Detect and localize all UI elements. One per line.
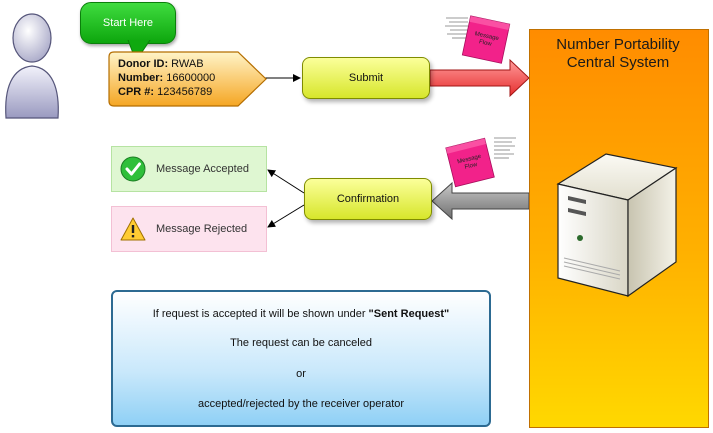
number-row: Number: 16600000 <box>118 71 258 85</box>
central-title-line1: Number Portability <box>556 36 680 53</box>
donor-id-value: RWAB <box>171 58 204 70</box>
message-rejected-box: Message Rejected <box>111 206 267 252</box>
info-line-1: If request is accepted it will be shown … <box>113 308 489 320</box>
message-flow-label: Message <box>457 154 483 166</box>
submit-flow-arrow <box>429 58 530 98</box>
donor-id-row: Donor ID: RWAB <box>118 57 258 71</box>
confirmation-flow-arrow <box>431 181 530 221</box>
submit-label: Submit <box>348 72 384 84</box>
central-system-title: Number Portability Central System <box>529 36 707 72</box>
info-line-1-text: If request is accepted it will be shown … <box>152 308 369 320</box>
message-flow-label: Flow <box>478 39 492 48</box>
number-label: Number: <box>118 72 164 84</box>
number-value: 16600000 <box>166 72 216 84</box>
info-panel: If request is accepted it will be shown … <box>111 290 491 427</box>
info-line-2: The request can be canceled <box>230 337 372 349</box>
info-line-3: or <box>296 368 306 380</box>
message-flow-note: Message Flow <box>445 15 511 64</box>
server-icon <box>556 153 678 298</box>
message-accepted-label: Message Accepted <box>156 163 249 175</box>
start-here-callout: Start Here <box>80 2 176 44</box>
cpr-label: CPR #: <box>118 86 155 98</box>
confirmation-to-accepted-arrow <box>267 169 305 194</box>
message-flow-label: Flow <box>464 162 478 171</box>
donor-tag-shape <box>108 51 267 107</box>
confirmation-to-rejected-arrow <box>267 204 305 228</box>
message-accepted-box: Message Accepted <box>111 146 267 192</box>
confirmation-box: Confirmation <box>304 178 432 220</box>
info-line-4: accepted/rejected by the receiver operat… <box>197 398 405 410</box>
confirmation-label: Confirmation <box>336 193 400 205</box>
cpr-row: CPR #: 123456789 <box>118 85 258 99</box>
message-flow-label: Message <box>474 31 500 42</box>
checkmark-icon <box>120 156 146 182</box>
donor-id-label: Donor ID: <box>118 58 169 70</box>
donor-details: Donor ID: RWAB Number: 16600000 CPR #: 1… <box>118 57 258 105</box>
user-icon <box>5 13 59 119</box>
sent-request-label: "Sent Request" <box>368 308 450 320</box>
central-title-line2: Central System <box>566 54 670 71</box>
submit-box: Submit <box>302 57 430 99</box>
start-here-label: Start Here <box>102 17 154 29</box>
cpr-value: 123456789 <box>157 86 213 98</box>
callout-pointer <box>127 40 151 62</box>
message-flow-note: Message Flow <box>445 137 516 188</box>
warning-icon <box>120 217 146 241</box>
message-rejected-label: Message Rejected <box>156 223 248 235</box>
